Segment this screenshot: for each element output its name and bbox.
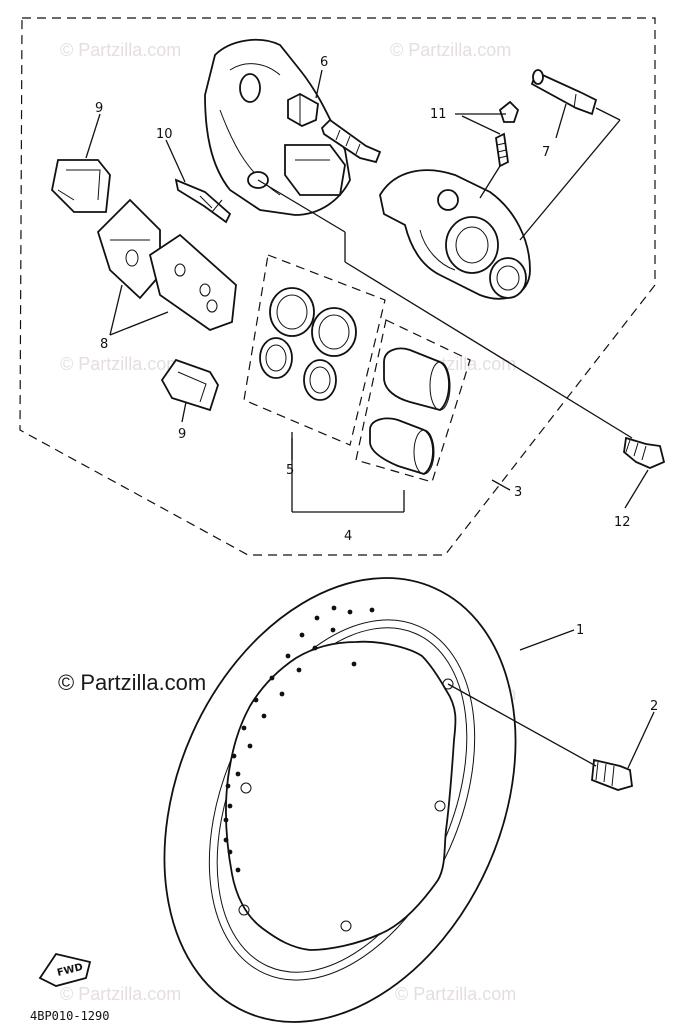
pad-shim-bottom bbox=[160, 358, 219, 412]
pad-spring-clip bbox=[174, 178, 232, 224]
bleed-screw bbox=[495, 100, 520, 168]
callout-11: 11 bbox=[430, 107, 447, 122]
callout-5: 5 bbox=[286, 463, 294, 478]
forward-direction-badge: FWD bbox=[38, 952, 92, 987]
brake-pad-left bbox=[96, 198, 161, 300]
diagram-code: 4BP010-1290 bbox=[30, 1009, 109, 1023]
callout-1: 1 bbox=[576, 623, 584, 638]
bleeder-cap bbox=[287, 92, 319, 128]
brake-pad-right bbox=[148, 233, 237, 332]
caliper-slide-pin bbox=[530, 69, 598, 116]
callout-4: 4 bbox=[344, 529, 352, 544]
callout-7: 7 bbox=[542, 145, 550, 160]
callout-2: 2 bbox=[650, 699, 658, 714]
seal-kit-boundary bbox=[243, 254, 386, 446]
pad-shim-top bbox=[51, 159, 111, 213]
callout-6: 6 bbox=[320, 55, 328, 70]
callout-12: 12 bbox=[614, 515, 631, 530]
piston-seal-set bbox=[259, 287, 357, 401]
callout-9-top: 9 bbox=[95, 101, 103, 116]
callout-labels: 6 9 10 11 7 8 9 5 4 3 12 1 2 bbox=[95, 55, 658, 714]
callout-8: 8 bbox=[100, 337, 108, 352]
piston-set bbox=[369, 347, 451, 475]
callout-9-bottom: 9 bbox=[178, 427, 186, 442]
caliper-body-right bbox=[379, 169, 531, 300]
caliper-mounting-bolt bbox=[623, 436, 666, 469]
disc-drill-holes bbox=[223, 605, 375, 873]
caliper-assembly-boundary bbox=[19, 17, 656, 556]
watermark-text: © Partzilla.com bbox=[60, 984, 181, 1004]
callout-3: 3 bbox=[514, 485, 522, 500]
partzilla-watermark: © Partzilla.com bbox=[58, 670, 206, 695]
watermark-text: © Partzilla.com bbox=[60, 354, 181, 374]
watermark-text: © Partzilla.com bbox=[395, 984, 516, 1004]
piston-kit-boundary bbox=[355, 319, 471, 483]
watermark-text: © Partzilla.com bbox=[390, 40, 511, 60]
disc-bolt bbox=[591, 758, 633, 791]
callout-10: 10 bbox=[156, 127, 173, 142]
caliper-pin bbox=[320, 118, 382, 164]
brake-disc bbox=[163, 577, 517, 1023]
caliper-body-left bbox=[204, 38, 351, 216]
watermark-text: © Partzilla.com bbox=[60, 40, 181, 60]
